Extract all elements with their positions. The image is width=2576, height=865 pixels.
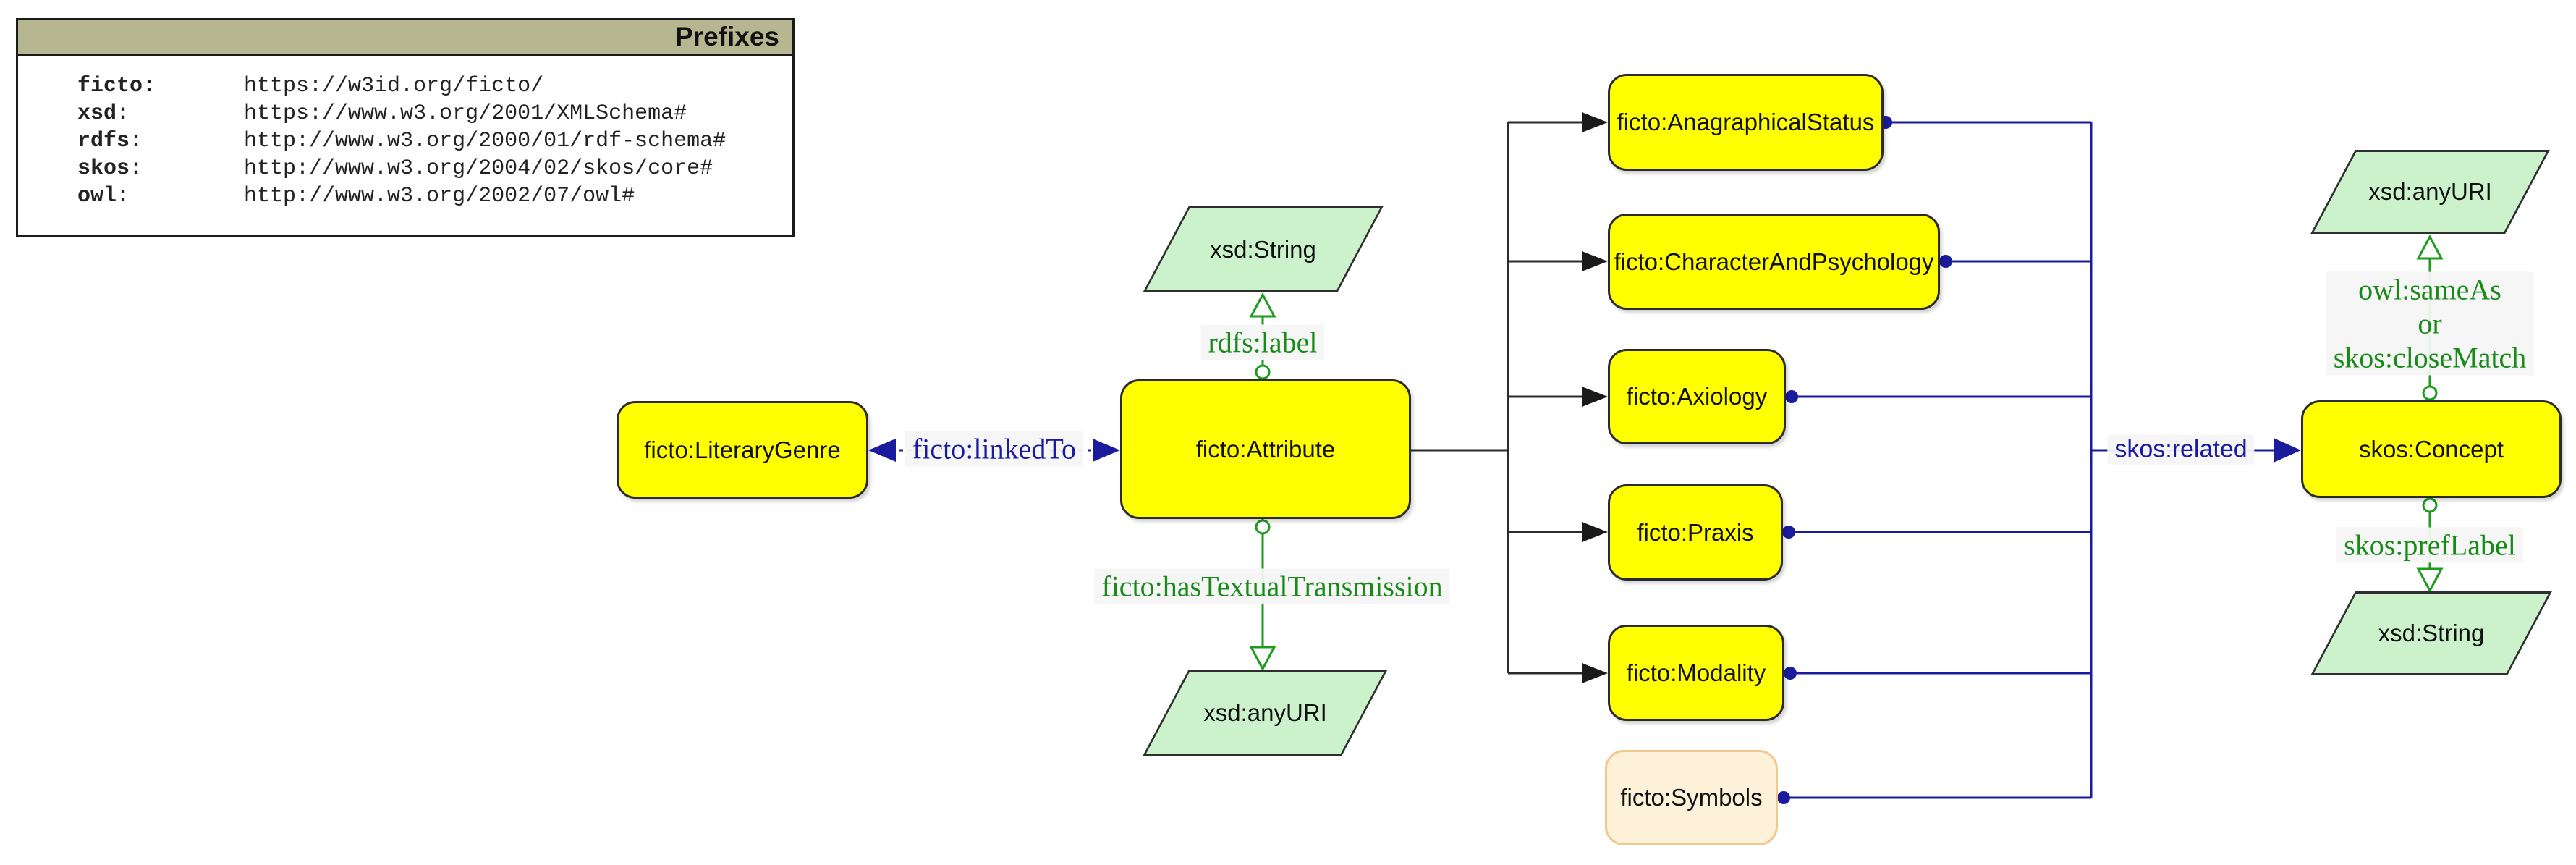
prefix-name: rdfs: <box>77 129 143 153</box>
edge-label-rdfs-label: rdfs:label <box>1200 324 1325 360</box>
sameas-domain-circle <box>2422 385 2438 401</box>
sameas-arrow-up <box>2416 234 2444 260</box>
prefix-uri: http://www.w3.org/2004/02/skos/core# <box>244 156 713 181</box>
edge-label-sameas-or-closematch: owl:sameAs or skos:closeMatch <box>2326 271 2534 376</box>
edge-label-skos-closematch: skos:closeMatch <box>2333 341 2527 374</box>
edge-label-or: or <box>2418 307 2442 340</box>
prefix-row-owl: owl: http://www.w3.org/2002/07/owl# <box>77 182 792 210</box>
black-bracket-connector <box>1411 121 1585 675</box>
datatype-node-xsd-anyuri-right: xsd:anyURI <box>2308 150 2552 234</box>
class-node-axiology: ficto:Axiology <box>1608 349 1786 444</box>
prefixes-list: ficto: https://w3id.org/ficto/ xsd: http… <box>18 56 792 210</box>
has-textual-domain-circle <box>1255 519 1271 535</box>
edge-label-owl-sameas: owl:sameAs <box>2358 273 2501 306</box>
blue-related-connector <box>1778 121 2276 799</box>
prefix-name: xsd: <box>77 101 130 126</box>
prefix-uri: http://www.w3.org/2002/07/owl# <box>244 184 635 208</box>
prefixes-panel-title: Prefixes <box>18 20 792 56</box>
class-node-literary-genre: ficto:LiteraryGenre <box>617 401 868 499</box>
edge-label-linked-to: ficto:linkedTo <box>904 431 1084 467</box>
class-node-modality: ficto:Modality <box>1608 625 1784 721</box>
class-node-praxis: ficto:Praxis <box>1608 484 1783 581</box>
prefixes-panel: Prefixes ficto: https://w3id.org/ficto/ … <box>16 18 795 237</box>
prefix-name: ficto: <box>77 74 156 98</box>
green-edge-ends <box>1249 234 2444 672</box>
prefix-row-ficto: ficto: https://w3id.org/ficto/ <box>77 72 792 100</box>
prefix-row-rdfs: rdfs: http://www.w3.org/2000/01/rdf-sche… <box>77 127 792 155</box>
blue-edge-dots <box>1777 116 1952 804</box>
class-node-anagraphical-status: ficto:AnagraphicalStatus <box>1608 74 1884 171</box>
skos-related-arrowhead <box>2274 438 2301 463</box>
prefix-name: skos: <box>77 156 143 181</box>
preflabel-domain-circle <box>2422 497 2438 513</box>
rdfs-label-domain-circle <box>1255 364 1271 380</box>
prefix-row-xsd: xsd: https://www.w3.org/2001/XMLSchema# <box>77 100 792 127</box>
black-arrowheads <box>1582 112 1608 683</box>
prefix-uri: https://www.w3.org/2001/XMLSchema# <box>244 101 687 126</box>
prefix-row-skos: skos: http://www.w3.org/2004/02/skos/cor… <box>77 155 792 182</box>
edge-label-skos-preflabel: skos:prefLabel <box>2336 527 2523 563</box>
prefix-uri: https://w3id.org/ficto/ <box>244 74 544 98</box>
linked-to-arrowhead-left <box>868 439 896 462</box>
datatype-node-xsd-string-top: xsd:String <box>1141 206 1385 292</box>
rdfs-label-arrow-up <box>1249 292 1276 318</box>
class-node-attribute: ficto:Attribute <box>1120 379 1411 519</box>
edge-label-skos-related: skos:related <box>2107 434 2255 465</box>
datatype-node-xsd-string-right: xsd:String <box>2308 591 2554 675</box>
class-node-character-and-psychology: ficto:CharacterAndPsychology <box>1608 214 1940 310</box>
class-node-skos-concept: skos:Concept <box>2301 400 2562 498</box>
prefix-name: owl: <box>77 184 130 208</box>
has-textual-arrow-down <box>1249 646 1276 672</box>
class-node-symbols: ficto:Symbols <box>1605 750 1778 845</box>
datatype-node-xsd-anyuri-bottom: xsd:anyURI <box>1141 670 1389 756</box>
edge-label-has-textual-transmission: ficto:hasTextualTransmission <box>1094 568 1450 604</box>
prefix-uri: http://www.w3.org/2000/01/rdf-schema# <box>244 129 726 153</box>
preflabel-arrow-down <box>2416 567 2444 594</box>
linked-to-arrowhead-right <box>1093 439 1120 462</box>
